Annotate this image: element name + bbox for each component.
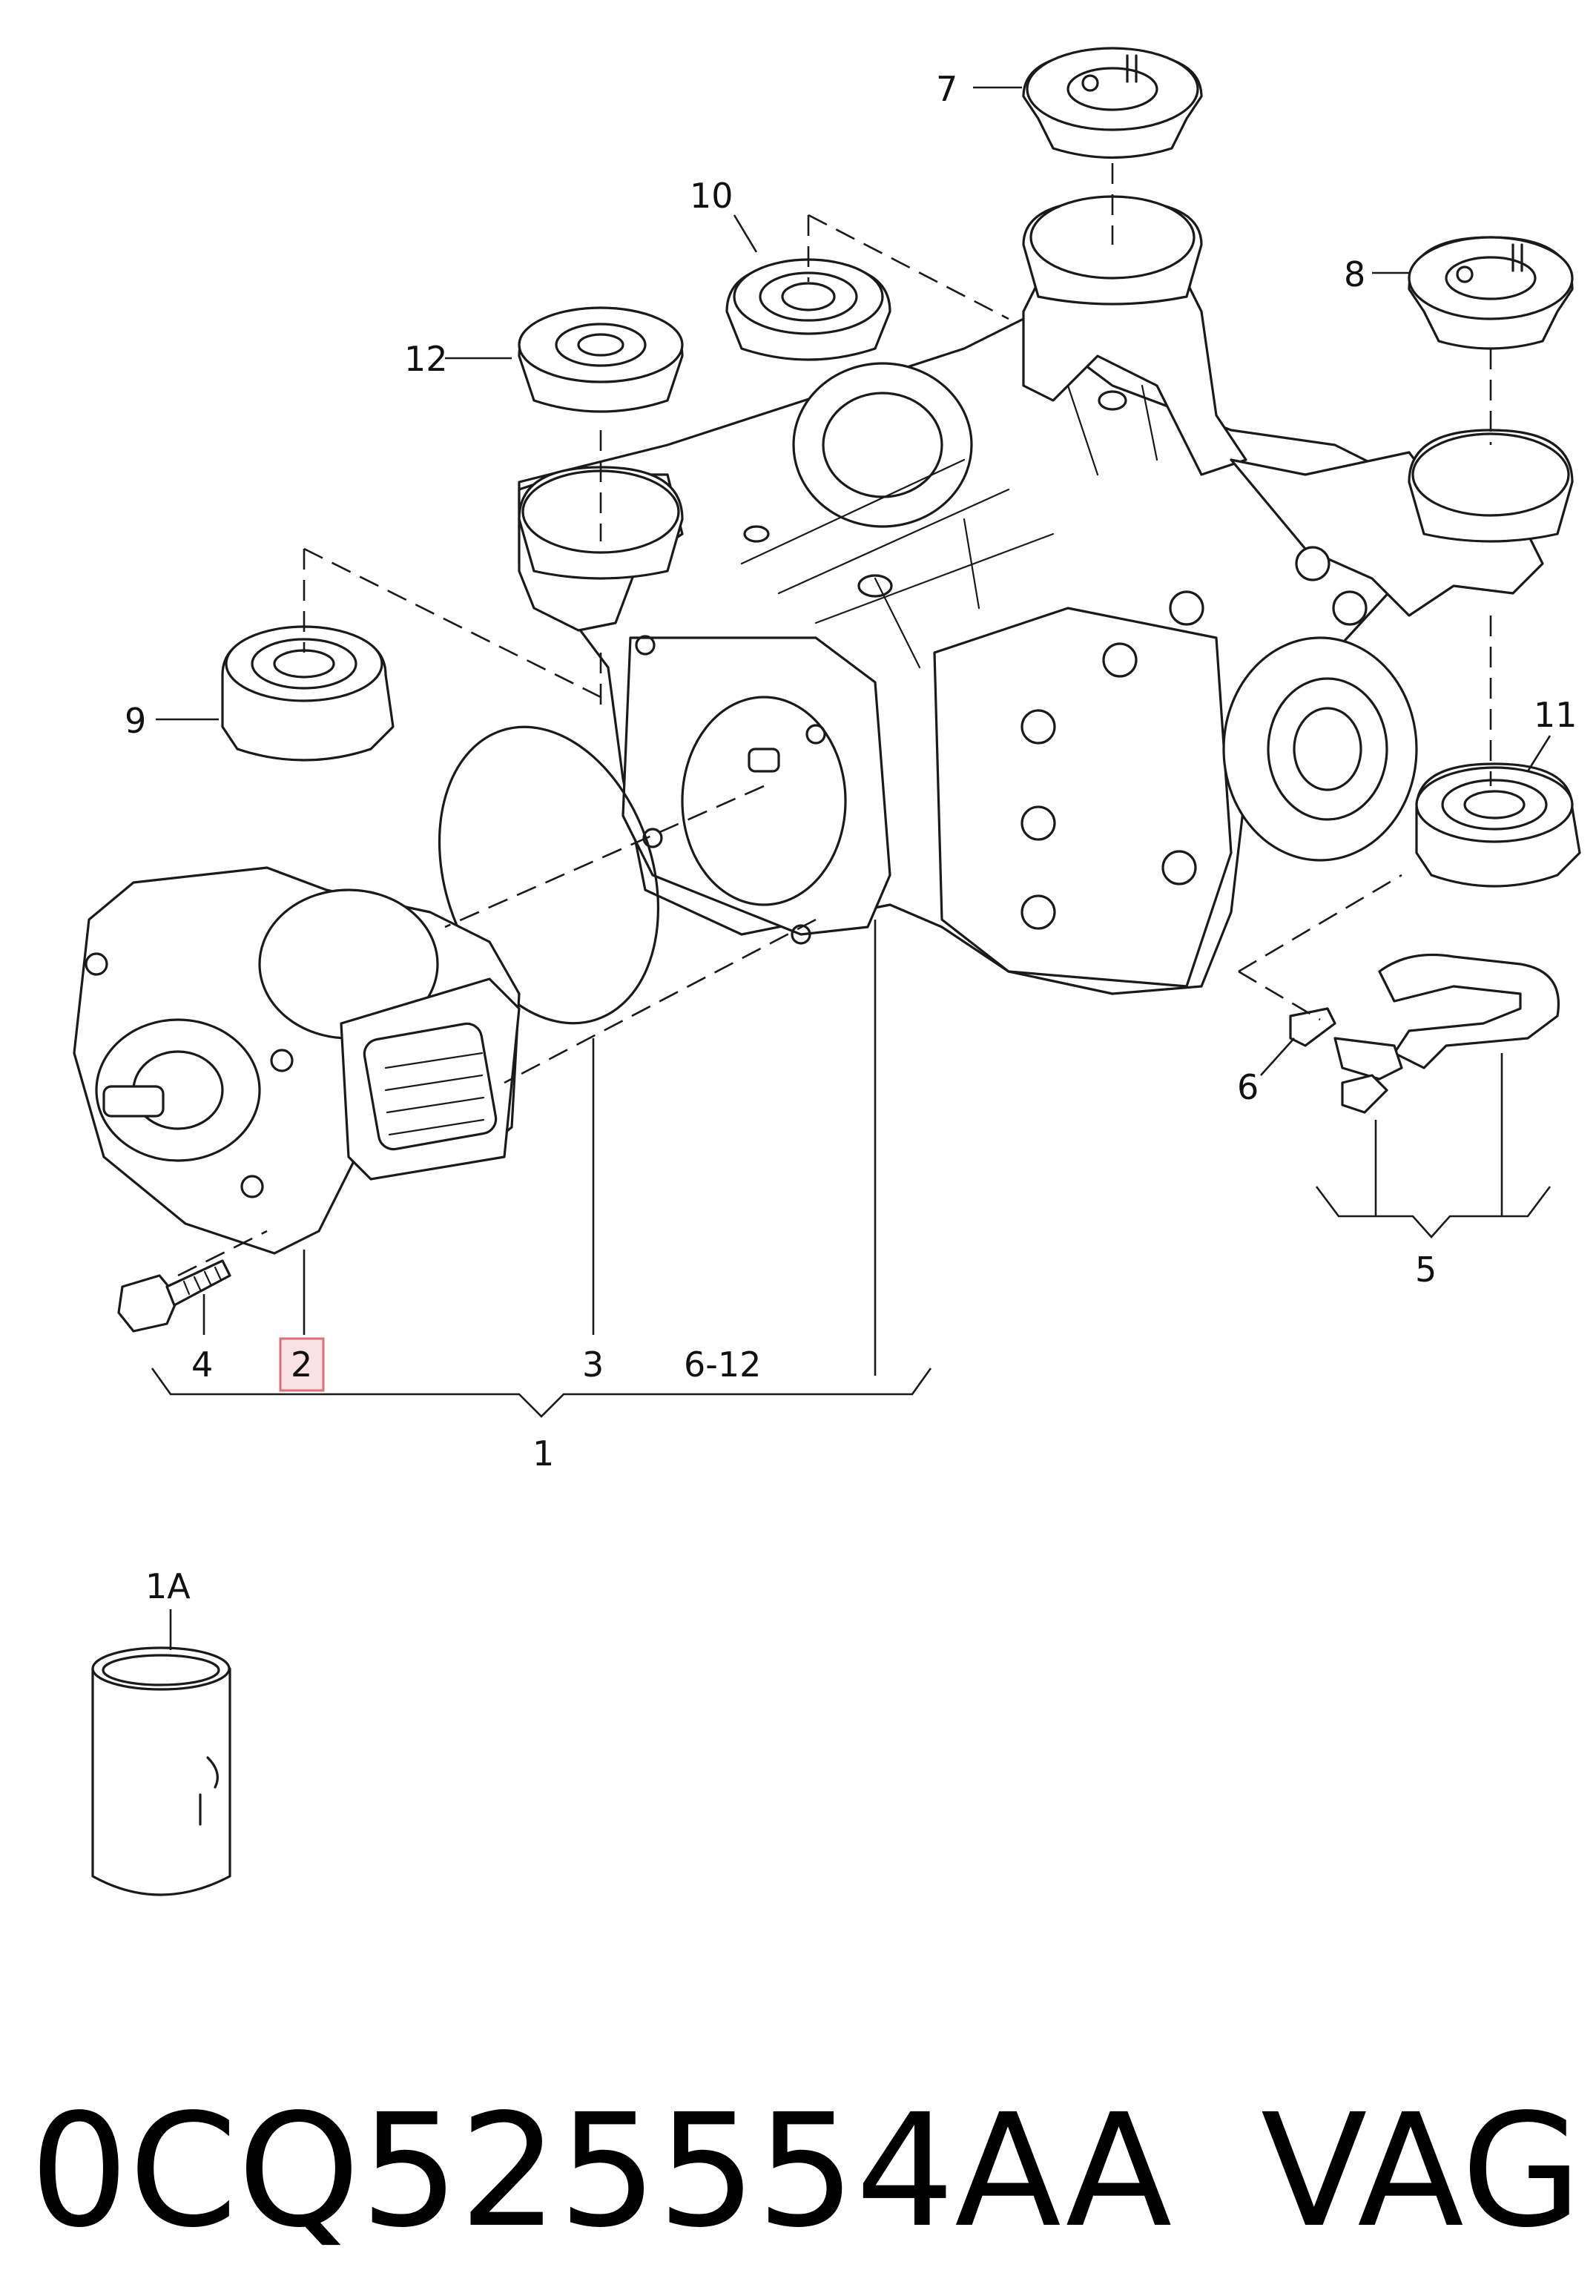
fluid-can-1a: [91, 1646, 231, 1896]
assembly-lines: [177, 163, 1492, 1277]
callout-5: 5: [1415, 1250, 1437, 1290]
haldex-coupling-unit-2: [73, 866, 521, 1255]
callout-6-12: 6-12: [684, 1345, 761, 1385]
o-ring-3: [438, 725, 660, 1025]
connector-grid: [363, 1022, 498, 1151]
callout-2-highlight: [279, 1337, 325, 1392]
mount-10: [725, 258, 891, 361]
callout-1: 1: [532, 1434, 554, 1474]
callout-3: 3: [582, 1345, 604, 1385]
callout-1a: 1A: [145, 1566, 191, 1606]
callout-8: 8: [1344, 254, 1365, 294]
housing-bolts: [1020, 546, 1368, 930]
callout-6: 6: [1237, 1067, 1259, 1107]
bolt-4: [117, 1259, 231, 1333]
callout-9: 9: [125, 701, 146, 741]
mount-9: [221, 625, 395, 762]
callout-11: 11: [1534, 695, 1577, 735]
callout-4: 4: [191, 1345, 213, 1385]
mount-11: [1415, 762, 1581, 888]
leader-lines: [151, 86, 1552, 1650]
callout-labels: 7 10 8 12 9 11 6 5 4 2 3 6-12 1 1A: [125, 69, 1577, 1606]
differential-housing: [518, 258, 1544, 995]
callout-7: 7: [936, 69, 957, 109]
mount-7: [1022, 47, 1203, 159]
brand-name: VAG: [1261, 2080, 1582, 2262]
mount-12: [518, 306, 684, 413]
callout-12: 12: [404, 339, 448, 379]
part-number: 0CQ525554AA: [30, 2080, 1172, 2262]
mount-8: [1408, 236, 1574, 350]
callout-2: 2: [291, 1345, 312, 1385]
callout-10: 10: [690, 176, 733, 216]
mount-seats: [518, 195, 1574, 580]
breather-hose-5: [1289, 953, 1560, 1114]
